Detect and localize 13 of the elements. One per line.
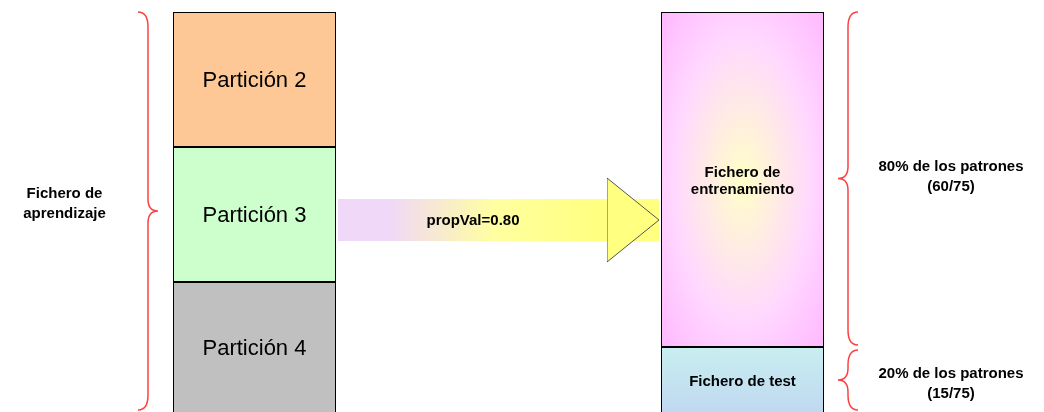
partition-label: Partición 4 [201,335,308,361]
file-label: Fichero de test [688,372,797,389]
group-label: Fichero de aprendizaje [22,183,107,223]
percentage-note: 20% de los patrones (15/75) [877,363,1025,403]
block-arrow [338,177,660,263]
partition-box [173,282,336,412]
partition-label: Partición 2 [201,66,308,93]
percentage-note: 80% de los patrones (60/75) [877,156,1025,196]
edge-label: propVal=0.80 [425,210,521,230]
partition-box [173,147,336,282]
partition-label: Partición 3 [201,201,308,228]
file-label: Fichero de entrenamiento [689,162,796,197]
partition-box [173,12,336,147]
